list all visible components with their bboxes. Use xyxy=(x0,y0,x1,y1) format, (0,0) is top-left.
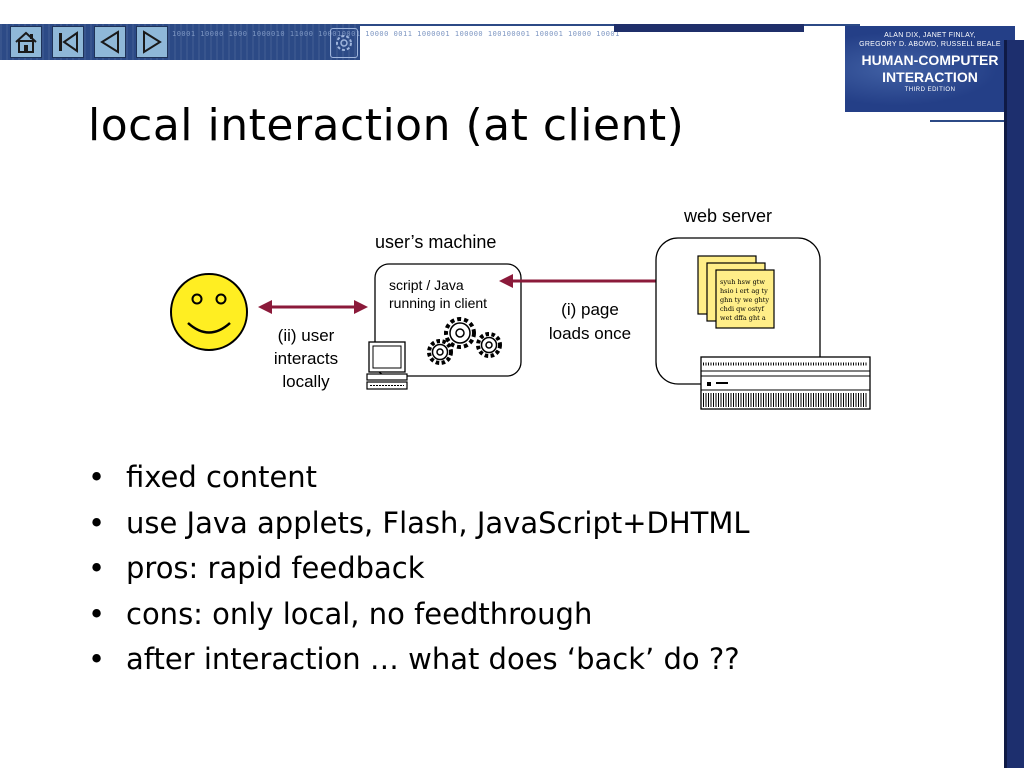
page-loads-line1: (i) page xyxy=(561,300,619,319)
user-interacts-line3: locally xyxy=(282,372,330,391)
bullet-item: • after interaction … what does ‘back’ do… xyxy=(88,637,750,683)
bullet-text: fixed content xyxy=(126,460,318,494)
gears-icon xyxy=(427,317,502,365)
page-loads-label: (i) page loads once xyxy=(538,298,642,346)
user-interaction-arrow xyxy=(258,300,368,314)
computer-icon xyxy=(366,341,408,390)
book-cover: ALAN DIX, JANET FINLAY, GREGORY D. ABOWD… xyxy=(845,26,1015,112)
book-authors-line1: ALAN DIX, JANET FINLAY, xyxy=(884,32,976,39)
script-label: script / Java running in client xyxy=(389,276,487,312)
book-edition: THIRD EDITION xyxy=(904,87,956,93)
document-line: chdi qw ostyf xyxy=(720,305,764,313)
bullet-dot: • xyxy=(88,596,106,631)
next-icon xyxy=(143,30,162,54)
document-line: wet dffa ght a xyxy=(720,314,766,322)
book-title-line2: INTERACTION xyxy=(882,69,978,85)
script-label-line1: script / Java xyxy=(389,277,464,293)
bullet-text: use Java applets, Flash, JavaScript+DHTM… xyxy=(126,505,750,540)
bullet-text: pros: rapid feedback xyxy=(126,551,425,585)
book-title-line1: HUMAN-COMPUTER xyxy=(861,52,999,68)
first-icon xyxy=(59,31,78,53)
top-accent xyxy=(614,24,804,32)
document-line: syuh hsw gtw xyxy=(720,278,765,286)
next-slide-button[interactable] xyxy=(136,26,168,58)
book-authors-line2: GREGORY D. ABOWD, RUSSELL BEALE xyxy=(859,41,1001,48)
bullet-item: • use Java applets, Flash, JavaScript+DHT… xyxy=(88,501,750,547)
navigation-bar: 10001 10000 1000 1000010 11000 100010001… xyxy=(0,24,619,60)
bullet-list: • fixed content • use Java applets, Flash,… xyxy=(88,455,750,683)
user-interacts-label: (ii) user interacts locally xyxy=(254,324,358,393)
book-title: HUMAN-COMPUTER INTERACTION xyxy=(845,52,1015,86)
bullet-text: cons: only local, no feedthrough xyxy=(126,596,593,631)
book-authors: ALAN DIX, JANET FINLAY, GREGORY D. ABOWD… xyxy=(845,31,1015,49)
document-line: ghn ty we ghty xyxy=(720,296,770,304)
right-sidebar-strip xyxy=(1004,40,1024,768)
user-interacts-line1: (ii) user xyxy=(277,326,335,345)
document-text: syuh hsw gtw hsio i ert ag ty ghn ty we … xyxy=(720,278,774,323)
bullet-item: • cons: only local, no feedthrough xyxy=(88,592,750,638)
document-line: hsio i ert ag ty xyxy=(720,287,768,295)
previous-icon xyxy=(100,30,119,54)
user-interacts-line2: interacts xyxy=(273,349,339,368)
gear-icon xyxy=(330,28,358,58)
bullet-dot: • xyxy=(88,551,106,585)
script-label-line2: running in client xyxy=(389,295,488,311)
top-divider xyxy=(360,24,860,26)
users-machine-label: user’s machine xyxy=(375,232,497,252)
bullet-item: • pros: rapid feedback xyxy=(88,546,750,592)
web-server-label: web server xyxy=(684,206,773,226)
bullet-item: • fixed content xyxy=(88,455,750,501)
page-loads-line2: loads once xyxy=(548,324,632,343)
first-slide-button[interactable] xyxy=(52,26,84,58)
bullet-dot: • xyxy=(88,642,106,676)
server-rack-icon xyxy=(700,356,871,410)
bullet-text: after interaction … what does ‘back’ do … xyxy=(126,642,740,676)
bullet-dot: • xyxy=(88,460,106,494)
home-icon xyxy=(15,31,37,53)
documents-icon xyxy=(697,255,775,329)
home-button[interactable] xyxy=(10,26,42,58)
bullet-dot: • xyxy=(88,505,106,540)
previous-slide-button[interactable] xyxy=(94,26,126,58)
smiley-face-icon xyxy=(170,273,248,351)
slide-title: local interaction (at client) xyxy=(88,100,685,151)
right-sidebar-edge xyxy=(1004,40,1007,768)
